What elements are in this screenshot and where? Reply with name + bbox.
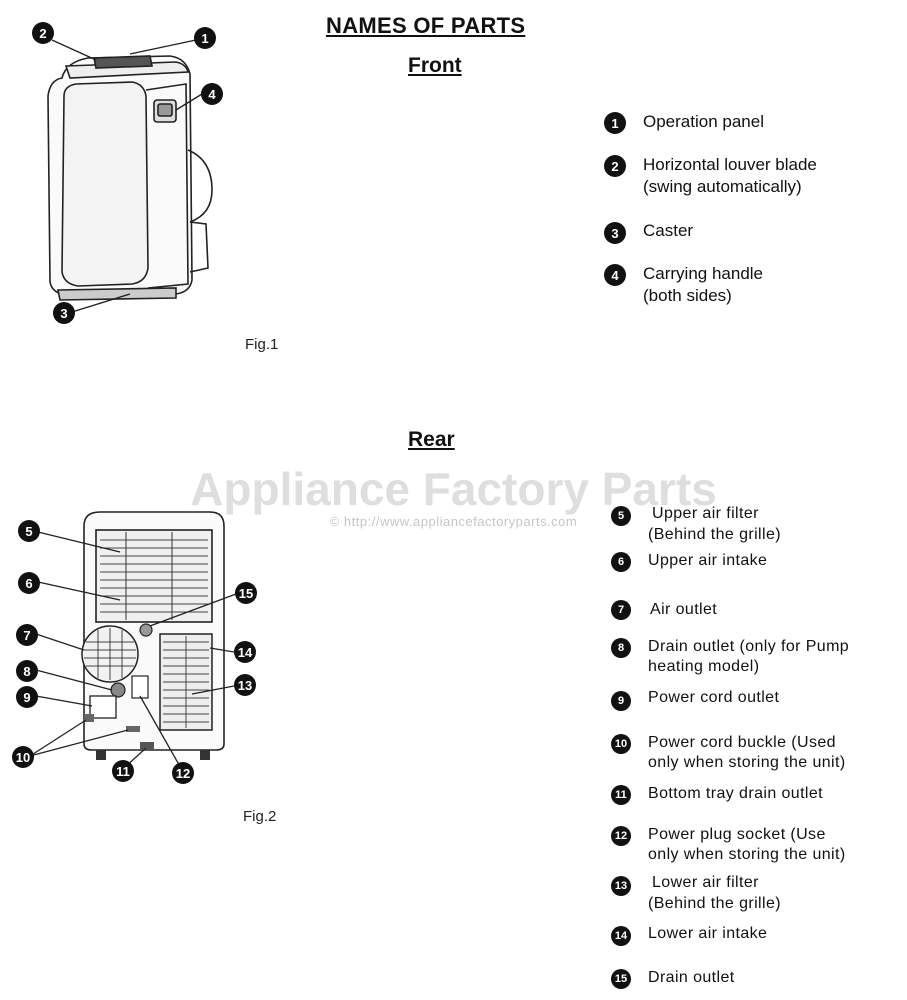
callout-12: 12 (172, 762, 194, 784)
legend-label-1: Operation panel (643, 112, 764, 131)
callout-9: 9 (16, 686, 38, 708)
legend-label-10: Power cord buckle (Used (648, 734, 836, 751)
legend-label-9: Power cord outlet (648, 689, 780, 706)
legend-label-14: Lower air intake (648, 925, 768, 942)
legend-label-2: Horizontal louver blade (643, 155, 817, 174)
callout-8: 8 (16, 660, 38, 682)
callout-14: 14 (234, 641, 256, 663)
legend-badge-2: 2 (604, 155, 626, 177)
legend-label-8b: heating model) (648, 658, 760, 675)
callout-15: 15 (235, 582, 257, 604)
legend-badge-8: 8 (611, 638, 631, 658)
legend-badge-1: 1 (604, 112, 626, 134)
legend-label-15: Drain outlet (648, 969, 735, 986)
callout-6: 6 (18, 572, 40, 594)
legend-label-12b: only when storing the unit) (648, 846, 846, 863)
legend-badge-4: 4 (604, 264, 626, 286)
legend-label-12: Power plug socket (Use (648, 826, 826, 843)
callout-1: 1 (194, 27, 216, 49)
watermark: Appliance Factory Parts (190, 463, 717, 515)
page-title: NAMES OF PARTS (326, 13, 526, 38)
legend-label-11: Bottom tray drain outlet (648, 785, 824, 802)
legend-badge-11: 11 (611, 785, 631, 805)
callout-7: 7 (16, 624, 38, 646)
legend-badge-10: 10 (611, 734, 631, 754)
legend-label-5: Upper air filter (652, 505, 759, 522)
callout-10: 10 (12, 746, 34, 768)
legend-badge-13: 13 (611, 876, 631, 896)
watermark-url: © http://www.appliancefactoryparts.com (329, 514, 578, 529)
callout-3: 3 (53, 302, 75, 324)
fig1-caption: Fig.1 (245, 336, 279, 353)
legend-badge-3: 3 (604, 222, 626, 244)
legend-badge-6: 6 (611, 552, 631, 572)
legend-label-8: Drain outlet (only for Pump (648, 638, 850, 655)
legend-label-13: Lower air filter (652, 874, 759, 891)
fig2-caption: Fig.2 (243, 808, 277, 825)
legend-label-10b: only when storing the unit) (648, 754, 846, 771)
legend-label-6: Upper air intake (648, 552, 768, 569)
legend-label-3: Caster (643, 221, 694, 240)
callout-13: 13 (234, 674, 256, 696)
legend-label-2b: (swing automatically) (643, 177, 802, 196)
legend-label-5b: (Behind the grille) (648, 526, 781, 543)
legend-badge-12: 12 (611, 826, 631, 846)
callout-5: 5 (18, 520, 40, 542)
legend-badge-5: 5 (611, 506, 631, 526)
rear-heading: Rear (408, 428, 455, 451)
front-heading: Front (408, 54, 462, 77)
callout-11: 11 (112, 760, 134, 782)
legend-badge-14: 14 (611, 926, 631, 946)
legend-label-13b: (Behind the grille) (648, 895, 781, 912)
legend-label-4b: (both sides) (643, 286, 732, 305)
legend-label-4: Carrying handle (643, 264, 764, 283)
callout-4: 4 (201, 83, 223, 105)
legend-badge-15: 15 (611, 969, 631, 989)
legend-badge-7: 7 (611, 600, 631, 620)
callout-2: 2 (32, 22, 54, 44)
legend-badge-9: 9 (611, 691, 631, 711)
legend-label-7: Air outlet (650, 601, 718, 618)
